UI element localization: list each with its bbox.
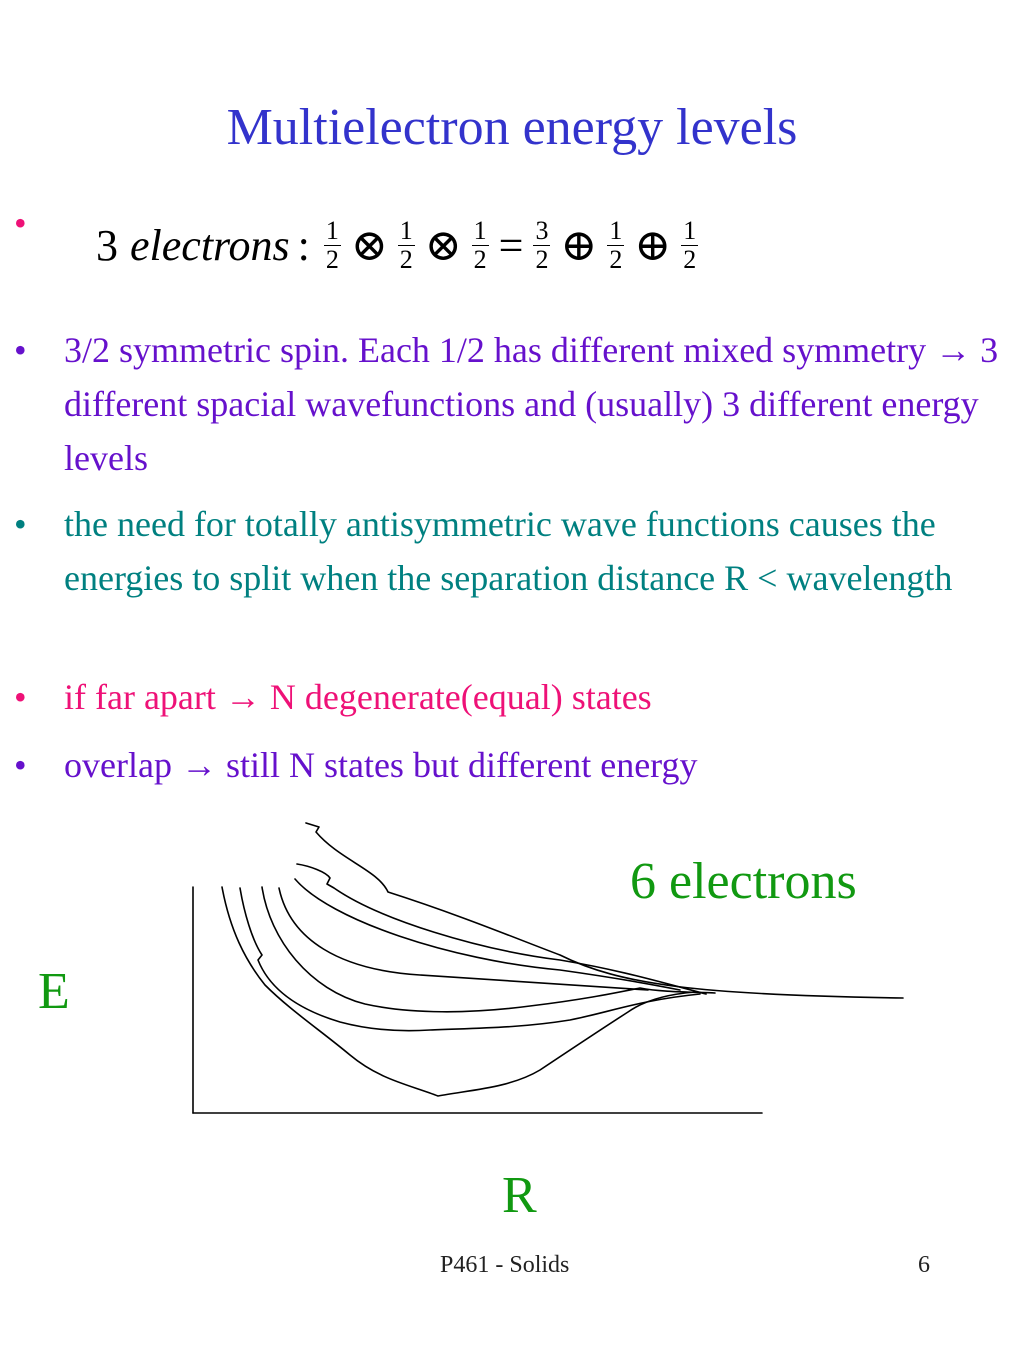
energy-curve <box>239 887 701 1032</box>
bullet-overlap: overlap → still N states but different e… <box>64 745 698 785</box>
bullet-marker: • <box>14 745 27 785</box>
bullet-antisymmetric: the need for totally antisymmetric wave … <box>64 504 953 598</box>
formula-word: electrons <box>130 220 290 270</box>
formula-bullet: • <box>14 203 27 243</box>
energy-level-sketch <box>192 822 904 1114</box>
y-axis-label: E <box>38 963 70 1020</box>
graph-label: 6 electrons <box>630 853 857 910</box>
direct-sum-symbol: ⊕ <box>560 220 598 270</box>
formula-colon: : <box>297 220 310 270</box>
energy-curve <box>296 863 707 995</box>
bullet-marker: • <box>14 504 27 544</box>
energy-curve <box>221 886 696 1097</box>
bullet-far-apart: if far apart → N degenerate(equal) state… <box>64 677 652 717</box>
bullet-spin-symmetry: 3/2 symmetric spin. Each 1/2 has differe… <box>64 330 999 478</box>
formula-count: 3 <box>96 220 118 270</box>
page-number: 6 <box>918 1252 930 1278</box>
bullet-marker: • <box>14 330 27 370</box>
energy-curve <box>278 887 649 991</box>
energy-curve <box>305 822 904 999</box>
direct-sum-symbol: ⊕ <box>634 220 672 270</box>
equals-symbol: = <box>498 220 524 270</box>
bullet-marker: • <box>14 677 27 717</box>
x-axis-label: R <box>502 1167 537 1224</box>
slide-title: Multielectron energy levels <box>226 99 798 156</box>
tensor-product-symbol: ⊗ <box>350 220 388 270</box>
energy-curve <box>294 878 681 991</box>
energy-curve <box>261 886 716 1013</box>
footer-course: P461 - Solids <box>440 1252 570 1278</box>
tensor-product-symbol: ⊗ <box>424 220 462 270</box>
